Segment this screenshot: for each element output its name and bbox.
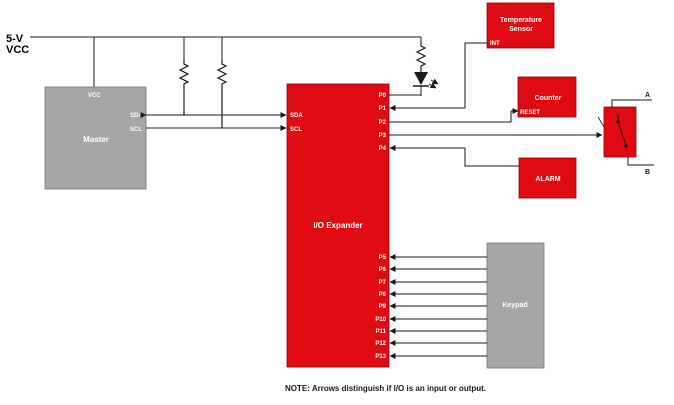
- port-label-p4: P4: [379, 146, 387, 152]
- footnote: NOTE: Arrows distinguish if I/O is an in…: [285, 384, 486, 393]
- master-pin-vcc: VCC: [88, 93, 101, 99]
- switch-label-a: A: [645, 92, 650, 99]
- port-label-p10: P10: [375, 317, 386, 323]
- port-label-p8: P8: [379, 292, 387, 298]
- port-label-p11: P11: [376, 329, 387, 335]
- port-label-p3: P3: [379, 133, 387, 139]
- port-label-p0: P0: [379, 93, 387, 99]
- port-label-p9: P9: [379, 304, 387, 310]
- keypad-title: Keypad: [502, 302, 527, 309]
- port-label-p13: P13: [375, 354, 386, 360]
- counter-pin-reset: RESET: [520, 110, 540, 116]
- port-label-p1: P1: [379, 106, 387, 112]
- master-title: Master: [83, 135, 109, 144]
- switch-ab: [597, 99, 654, 166]
- pullup-resistor-sda: [178, 60, 190, 115]
- led-icon: [413, 72, 439, 95]
- temperature-sensor-pin-int: INT: [490, 41, 500, 47]
- master-pin-sda: SDA: [130, 113, 143, 119]
- counter-block: [517, 76, 577, 118]
- led-resistor: [415, 42, 427, 72]
- alarm-title: ALARM: [535, 176, 560, 183]
- supply-label-line2: VCC: [6, 44, 29, 56]
- alarm-block: [518, 157, 577, 199]
- supply-label-line1: 5-V: [6, 33, 24, 45]
- master-block: [44, 86, 147, 190]
- vcc-rail: [30, 36, 422, 87]
- i2c-bus: [140, 112, 287, 131]
- port-label-p2: P2: [379, 120, 387, 126]
- counter-title: Counter: [535, 95, 562, 102]
- port-label-p7: P7: [379, 280, 387, 286]
- port-label-p12: P12: [375, 341, 386, 347]
- master-pin-scl: SCL: [130, 127, 142, 133]
- port-wiring: [389, 42, 603, 359]
- temperature-sensor-title-line1: Temperature: [500, 17, 542, 24]
- temperature-sensor-block: [486, 2, 555, 49]
- expander-pin-scl: SCL: [290, 127, 302, 133]
- expander-title: I/O Expander: [313, 221, 362, 230]
- port-label-p6: P6: [379, 267, 387, 273]
- keypad-block: [486, 242, 545, 369]
- temperature-sensor-title-line2: Sensor: [509, 26, 533, 33]
- port-label-p5: P5: [379, 255, 387, 261]
- expander-pin-sda: SDA: [290, 113, 303, 119]
- io-expander-block: [286, 83, 390, 368]
- switch-label-b: B: [645, 169, 650, 176]
- pullup-resistor-scl: [216, 60, 228, 128]
